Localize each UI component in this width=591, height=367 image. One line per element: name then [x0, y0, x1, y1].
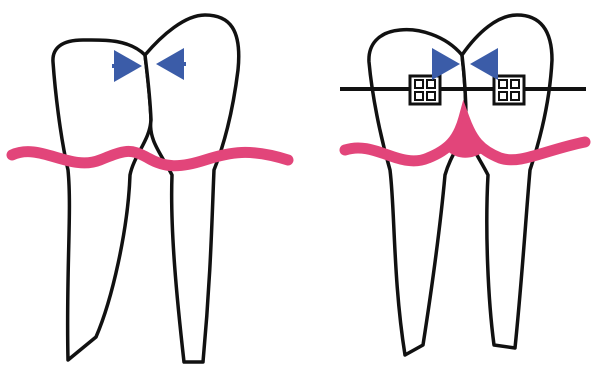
- gum-line-before: [12, 151, 288, 165]
- bracket-right: [494, 76, 524, 104]
- bracket-left: [410, 76, 440, 104]
- tooth-left-before: [53, 40, 151, 360]
- tooth-right-before: [145, 15, 239, 362]
- panel-after: [340, 15, 586, 355]
- panel-before: [12, 15, 288, 362]
